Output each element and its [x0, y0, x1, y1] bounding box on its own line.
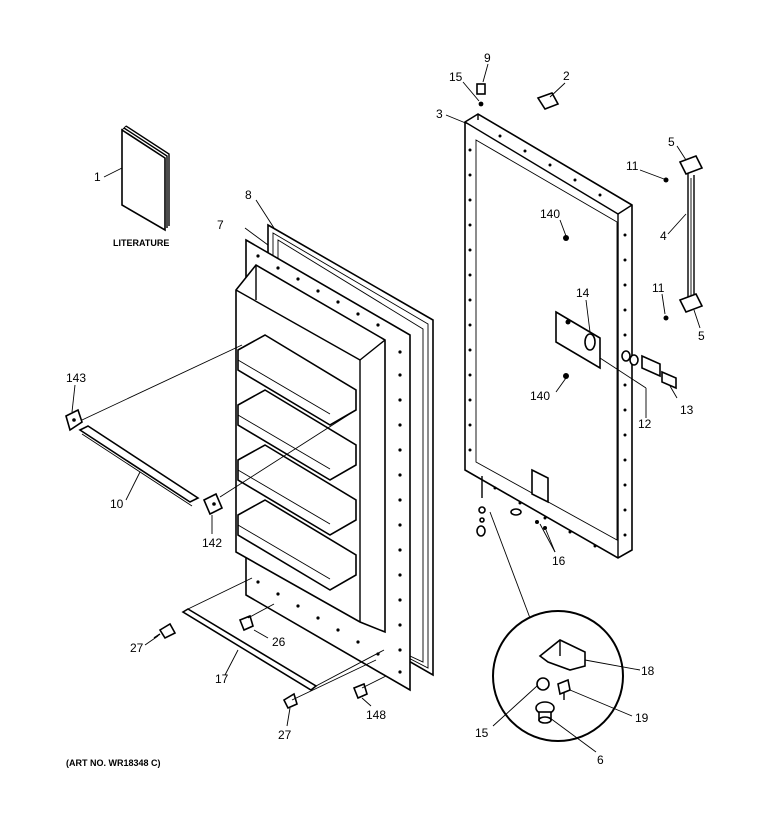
handle-mount-hardware	[599, 350, 677, 412]
outer-panel-holes	[468, 134, 627, 548]
callout-12: 12	[638, 417, 652, 431]
callout-6: 6	[597, 753, 604, 767]
callout-17: 17	[215, 672, 229, 686]
callout-5-lower: 5	[698, 329, 705, 343]
callout-19: 19	[635, 711, 649, 725]
screw-140-upper	[563, 235, 569, 241]
callout-27-lower: 27	[278, 728, 292, 742]
panel-holes-right	[398, 350, 402, 674]
callout-3: 3	[436, 107, 443, 121]
outer-door-panel	[464, 113, 633, 559]
handle-screw-lower	[663, 315, 669, 321]
top-clip	[536, 92, 560, 110]
literature-booklet	[121, 125, 170, 232]
screw-140-lower	[563, 373, 569, 379]
callout-26: 26	[272, 635, 286, 649]
screw-27-lower	[282, 692, 298, 710]
end-cap-left	[65, 408, 83, 432]
callout-8: 8	[245, 188, 252, 202]
top-screw-9	[476, 83, 486, 107]
callout-140-lower: 140	[530, 389, 550, 403]
callout-10: 10	[110, 497, 124, 511]
callout-2: 2	[563, 69, 570, 83]
hinge-detail-inset	[492, 610, 624, 742]
bottom-bracket	[531, 468, 549, 504]
callout-13: 13	[680, 403, 694, 417]
callout-11-upper: 11	[626, 159, 639, 173]
callout-9: 9	[484, 51, 491, 65]
callout-4: 4	[660, 229, 667, 243]
callout-7: 7	[217, 218, 224, 232]
callout-143: 143	[66, 371, 86, 385]
callout-5-upper: 5	[668, 135, 675, 149]
callout-18: 18	[641, 664, 655, 678]
callout-16: 16	[552, 554, 566, 568]
callout-15-top: 15	[449, 70, 463, 84]
door-handle	[678, 154, 704, 314]
callout-27-upper: 27	[130, 641, 144, 655]
callout-15-detail: 15	[475, 726, 489, 740]
callout-1: 1	[94, 170, 101, 184]
panel-holes-top	[256, 254, 380, 327]
callout-142: 142	[202, 536, 222, 550]
callout-11-lower: 11	[652, 281, 665, 295]
callout-148: 148	[366, 708, 386, 722]
latch-plate	[555, 310, 601, 370]
literature-label: LITERATURE	[113, 238, 169, 248]
bottom-hinge-parts	[476, 476, 547, 537]
shelf-bar	[78, 425, 200, 507]
end-cap-right	[202, 492, 224, 516]
panel-holes-bottom	[256, 580, 380, 656]
screw-27-upper	[153, 622, 177, 640]
handle-screw-upper	[663, 177, 669, 183]
door-shelves	[237, 334, 357, 591]
art-number: (ART NO. WR18348 C)	[66, 758, 161, 768]
screw-26	[238, 614, 254, 632]
callout-140-upper: 140	[540, 207, 560, 221]
callout-14: 14	[576, 286, 590, 300]
